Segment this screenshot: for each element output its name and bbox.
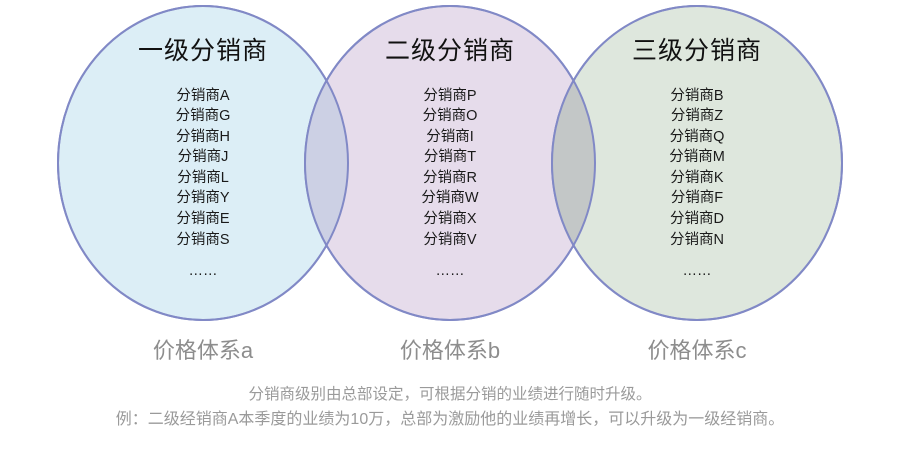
list-item: 分销商Y [176,190,230,207]
list-item: 分销商W [421,190,479,207]
list-item: 分销商P [423,87,477,104]
venn-shapes [57,5,843,321]
price-label-b: 价格体系b [399,338,501,363]
list-item: 分销商S [176,231,230,248]
list-item: 分销商T [423,149,477,166]
circle-heading-tier-2: 二级分销商 [384,37,515,65]
member-list-tier-2: 分销商P 分销商O 分销商I 分销商T 分销商R 分销商W 分销商X 分销商V … [325,86,575,282]
list-item: 分销商B [670,87,724,104]
caption-line-1: 分销商级别由总部设定，可根据分销的业绩进行随时升级。 [248,386,652,403]
list-item: 分销商G [175,108,231,125]
list-ellipsis: …… [682,263,712,280]
circle-heading-tier-3: 三级分销商 [631,37,762,65]
price-label-c: 价格体系c [647,338,747,363]
caption-line-2: 例：二级经销商A本季度的业绩为10万，总部为激励他的业绩再增长，可以升级为一级经… [115,411,785,428]
list-item: 分销商F [670,190,724,207]
member-list-tier-1: 分销商A 分销商G 分销商H 分销商J 分销商L 分销商Y 分销商E 分销商S … [78,86,328,282]
circle-heading-tier-1: 一级分销商 [137,37,268,65]
list-item: 分销商E [176,211,230,228]
list-item: 分销商H [176,128,230,145]
list-ellipsis: …… [435,263,465,280]
circle-tier-2-outline [304,5,596,321]
list-item: 分销商Q [669,128,725,145]
list-item: 分销商Z [670,108,724,125]
circle-content-tier-2: 二级分销商 分销商P 分销商O 分销商I 分销商T 分销商R 分销商W 分销商X… [325,37,575,282]
list-item: 分销商I [426,128,474,145]
list-ellipsis: …… [188,263,218,280]
list-item: 分销商K [670,169,724,186]
member-list-tier-3: 分销商B 分销商Z 分销商Q 分销商M 分销商K 分销商F 分销商D 分销商N … [572,86,822,282]
list-item: 分销商R [423,169,477,186]
circle-tier-3-outline [551,5,843,321]
circle-content-tier-3: 三级分销商 分销商B 分销商Z 分销商Q 分销商M 分销商K 分销商F 分销商D… [572,37,822,282]
list-item: 分销商N [670,231,724,248]
price-label-a: 价格体系a [152,338,254,363]
caption-block: 分销商级别由总部设定，可根据分销的业绩进行随时升级。 例：二级经销商A本季度的业… [0,382,900,432]
list-item: 分销商D [670,211,724,228]
list-item: 分销商V [423,231,477,248]
circle-content-tier-1: 一级分销商 分销商A 分销商G 分销商H 分销商J 分销商L 分销商Y 分销商E… [78,37,328,282]
list-item: 分销商J [177,149,229,166]
list-item: 分销商X [423,211,477,228]
list-item: 分销商A [176,87,230,104]
list-item: 分销商O [422,108,478,125]
list-item: 分销商L [177,169,229,186]
circle-tier-1-outline [57,5,349,321]
list-item: 分销商M [669,149,725,166]
